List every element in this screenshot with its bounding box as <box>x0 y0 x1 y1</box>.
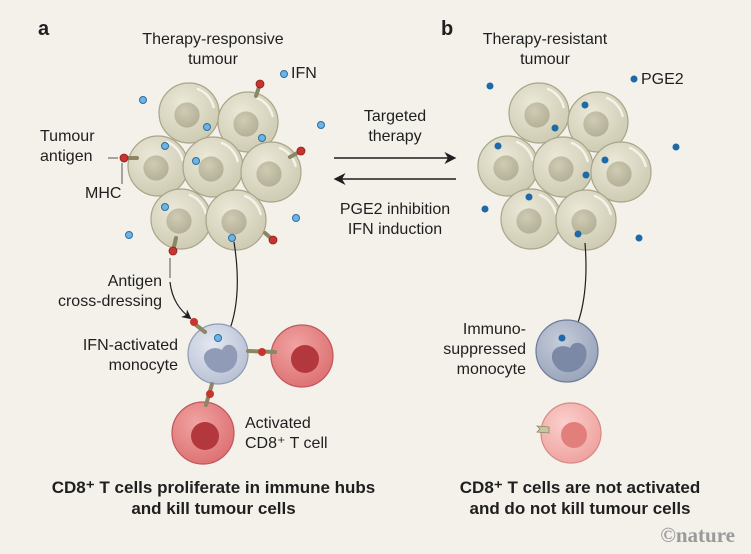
monocyte-tcell-synapses <box>190 318 277 407</box>
cross-dressing-arrow <box>169 281 192 320</box>
ifn-dot <box>161 142 169 150</box>
caption-line: CD8⁺ T cells proliferate in immune hubs <box>51 478 376 497</box>
panel-b-caption: CD8⁺ T cells are not activated and do no… <box>440 477 720 519</box>
ifn-activated-monocyte <box>187 323 249 385</box>
panel-a-label: a <box>38 18 50 40</box>
pge2-dot <box>672 143 680 151</box>
inactive-t-cell <box>535 402 602 464</box>
activated-t-cell-right <box>270 324 334 388</box>
nature-credit: ©nature <box>660 523 735 547</box>
pge2-dot <box>481 205 489 213</box>
mhc-antigen <box>168 236 178 256</box>
ifn-dot <box>192 157 200 165</box>
label-line: Tumour <box>40 128 95 145</box>
ifn-dot <box>203 123 211 131</box>
responsive-tumour-title: Therapy-responsive tumour <box>130 30 296 70</box>
label-line: PGE2 inhibition <box>339 201 451 218</box>
label-line: suppressed <box>443 341 526 358</box>
panel-a-caption: CD8⁺ T cells proliferate in immune hubs … <box>20 477 407 519</box>
pge2-dot <box>525 193 533 201</box>
label-line: IFN induction <box>347 221 443 238</box>
ifn-dot <box>258 134 266 142</box>
mhc-antigen-complexes <box>119 79 306 256</box>
panel-b-label: b <box>441 18 454 40</box>
mhc-antigen <box>254 79 265 98</box>
ifn-legend-label: IFN <box>291 65 317 82</box>
label-line: Antigen <box>107 273 162 290</box>
label-line: Targeted <box>363 108 427 125</box>
pge2-inhibition-label: PGE2 inhibition IFN induction <box>325 200 465 240</box>
pge2-uptake-arrow <box>573 242 587 332</box>
label-line: antigen <box>40 148 93 165</box>
targeted-therapy-label: Targeted therapy <box>335 107 455 147</box>
pge2-dot <box>630 75 638 83</box>
tumour-cell <box>477 135 539 197</box>
pge2-dot <box>635 234 643 242</box>
immunosuppressed-monocyte <box>535 319 599 383</box>
title-line: tumour <box>520 51 570 68</box>
tumour-cell <box>127 135 189 197</box>
ifn-dot <box>280 70 288 78</box>
mhc-antigen <box>119 153 139 163</box>
pge2-dot <box>494 142 502 150</box>
caption-line: and kill tumour cells <box>131 499 296 518</box>
title-line: Therapy-responsive <box>142 31 284 48</box>
label-line: therapy <box>368 128 422 145</box>
label-line: Activated <box>245 415 311 432</box>
label-line: monocyte <box>108 357 178 374</box>
label-line: IFN-activated <box>82 337 178 354</box>
pge2-dot <box>486 82 494 90</box>
title-line: tumour <box>188 51 238 68</box>
pge2-dot <box>582 171 590 179</box>
cross-dressing-label: Antigen cross-dressing <box>40 272 162 312</box>
resistant-tumour-title: Therapy-resistant tumour <box>480 30 610 70</box>
tumour-cell <box>158 82 220 144</box>
activated-t-cell-label: Activated CD8⁺ T cell <box>245 414 328 454</box>
activated-t-cell-bottom <box>171 401 235 465</box>
ifn-dot <box>228 234 236 242</box>
mhc-antigen <box>263 231 278 245</box>
title-line: Therapy-resistant <box>482 31 608 48</box>
tumour-cell <box>555 189 617 251</box>
tumour-cell <box>508 82 570 144</box>
ifn-dot <box>292 214 300 222</box>
pge2-dot <box>581 101 589 109</box>
ifn-activated-monocyte-label: IFN-activated monocyte <box>60 336 178 376</box>
mhc-antigen <box>288 146 306 159</box>
tumour-cell <box>182 136 244 198</box>
pge2-dot <box>551 124 559 132</box>
pge2-dot <box>601 156 609 164</box>
pge2-dot <box>574 230 582 238</box>
pge2-molecules <box>481 75 680 242</box>
responsive-tumour <box>127 82 302 251</box>
label-line: CD8⁺ T cell <box>245 435 328 452</box>
label-line: Immuno- <box>462 321 526 338</box>
label-line: cross-dressing <box>57 293 162 310</box>
tumour-cell <box>532 136 594 198</box>
resistant-tumour <box>477 82 652 251</box>
caption-line: and do not kill tumour cells <box>469 499 691 518</box>
mhc-label: MHC <box>85 185 122 202</box>
ifn-molecules <box>125 70 325 242</box>
tumour-cell <box>150 188 212 250</box>
tumour-cell <box>205 189 267 251</box>
ifn-dot <box>139 96 147 104</box>
ifn-uptake-arrow <box>226 241 238 336</box>
ifn-dot <box>125 231 133 239</box>
ifn-dot <box>161 203 169 211</box>
ifn-dot <box>317 121 325 129</box>
immunosuppressed-monocyte-label: Immuno- suppressed monocyte <box>420 320 526 380</box>
caption-line: CD8⁺ T cells are not activated <box>459 478 701 497</box>
label-line: monocyte <box>456 361 526 378</box>
pge2-legend-label: PGE2 <box>641 71 684 88</box>
tumour-antigen-label: Tumour antigen <box>40 127 95 167</box>
